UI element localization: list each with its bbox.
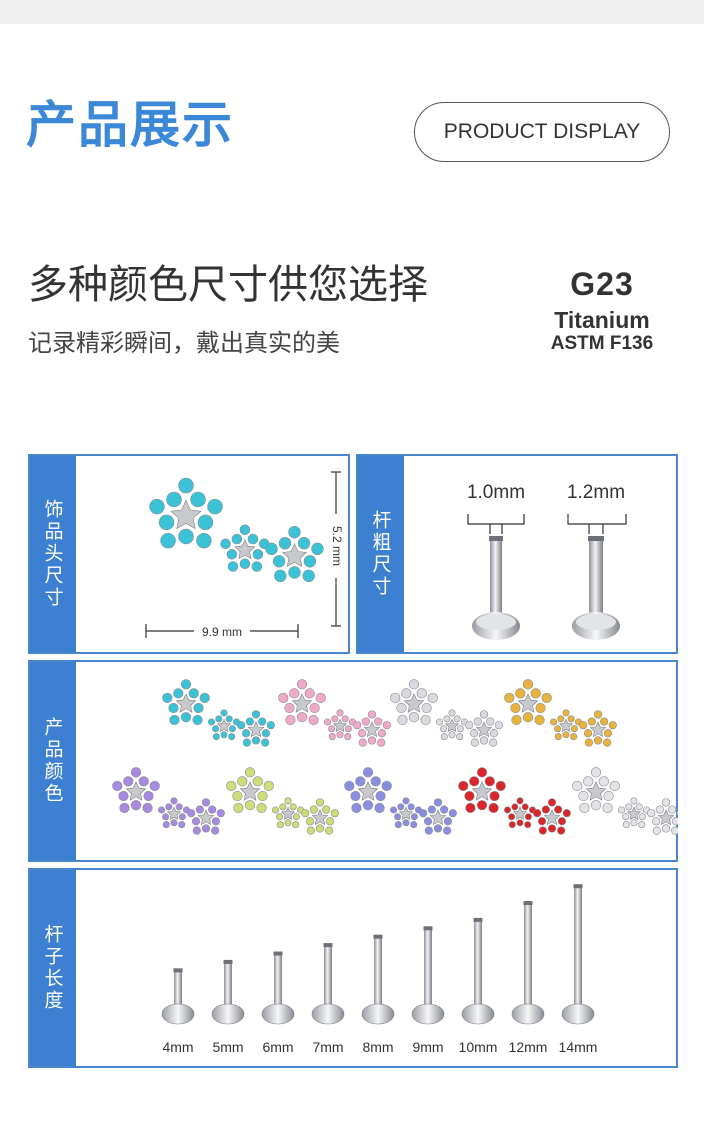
- color-variant-aqua: [162, 679, 275, 747]
- length-label: 12mm: [509, 1039, 548, 1055]
- labret-post-1-2mm: [572, 536, 620, 640]
- color-variant-clear: [390, 679, 503, 747]
- product-display-badge: PRODUCT DISPLAY: [414, 102, 670, 162]
- length-label: 10mm: [459, 1039, 498, 1055]
- color-variant-purple: [112, 767, 225, 835]
- material-name: Titanium: [554, 307, 650, 333]
- color-variant-ab: [344, 767, 457, 835]
- color-variant-white: [572, 767, 678, 835]
- head-height-label: 5.2 mm: [330, 526, 344, 566]
- length-post-9mm: [411, 926, 445, 1025]
- length-label: 8mm: [362, 1039, 393, 1055]
- head-width-label: 9.9 mm: [202, 625, 242, 639]
- section-title: 产品展示: [26, 96, 234, 154]
- color-variant-red: [458, 767, 571, 835]
- head-size-panel: 饰品头尺寸 5.2 mm 9.9 mm: [28, 454, 350, 654]
- colors-panel: 产品颜色: [28, 660, 678, 862]
- length-label: 7mm: [312, 1039, 343, 1055]
- color-variant-gold: [504, 679, 617, 747]
- color-variant-pink: [278, 679, 391, 747]
- length-post-8mm: [361, 934, 395, 1025]
- length-post-12mm: [511, 901, 545, 1025]
- thickness-label-2: 1.2mm: [567, 482, 625, 503]
- length-post-7mm: [311, 943, 345, 1025]
- head-size-diagram: 5.2 mm 9.9 mm: [145, 471, 346, 640]
- head-size-tab: 饰品头尺寸: [30, 456, 76, 652]
- head-star-cluster: [149, 477, 324, 583]
- colors-tab: 产品颜色: [30, 662, 76, 860]
- thickness-label-1: 1.0mm: [467, 482, 525, 503]
- length-label: 9mm: [412, 1039, 443, 1055]
- material-grade: G23: [570, 266, 634, 302]
- length-post-5mm: [211, 959, 245, 1025]
- bar-thickness-diagram: 1.0mm 1.2mm: [467, 482, 627, 640]
- head-size-tab-label: 饰品头尺寸: [41, 499, 64, 609]
- star-cluster-image: [149, 477, 324, 583]
- length-label: 5mm: [212, 1039, 243, 1055]
- product-display-label: PRODUCT DISPLAY: [443, 120, 641, 143]
- bar-length-panel: 杆子长度 4mm 5mm 6mm 7mm 8mm 9mm 10mm 12mm 14mm: [28, 868, 678, 1068]
- length-post-10mm: [461, 917, 495, 1025]
- color-variants-image: [112, 679, 678, 835]
- bar-thickness-panel: 杆粗尺寸 1.0mm 1.2mm: [356, 454, 678, 654]
- bar-thickness-tab: 杆粗尺寸: [358, 456, 404, 652]
- length-post-4mm: [161, 968, 195, 1025]
- headline: 多种颜色尺寸供您选择: [28, 262, 428, 308]
- length-label: 14mm: [559, 1039, 598, 1055]
- length-label: 6mm: [262, 1039, 293, 1055]
- bar-lengths-image: 4mm 5mm 6mm 7mm 8mm 9mm 10mm 12mm 14mm: [161, 884, 598, 1055]
- material-standard: ASTM F136: [550, 333, 654, 354]
- color-variant-peridot: [226, 767, 339, 835]
- colors-tab-label: 产品颜色: [41, 717, 64, 805]
- bar-thickness-tab-label: 杆粗尺寸: [369, 510, 392, 598]
- bar-length-tab-label: 杆子长度: [41, 924, 64, 1012]
- length-post-14mm: [561, 884, 595, 1025]
- length-label: 4mm: [162, 1039, 193, 1055]
- bar-length-tab: 杆子长度: [30, 870, 76, 1066]
- length-post-6mm: [261, 951, 295, 1025]
- subheadline: 记录精彩瞬间，戴出真实的美: [28, 329, 340, 357]
- top-bar: [0, 0, 704, 24]
- labret-post-1mm: [472, 536, 520, 640]
